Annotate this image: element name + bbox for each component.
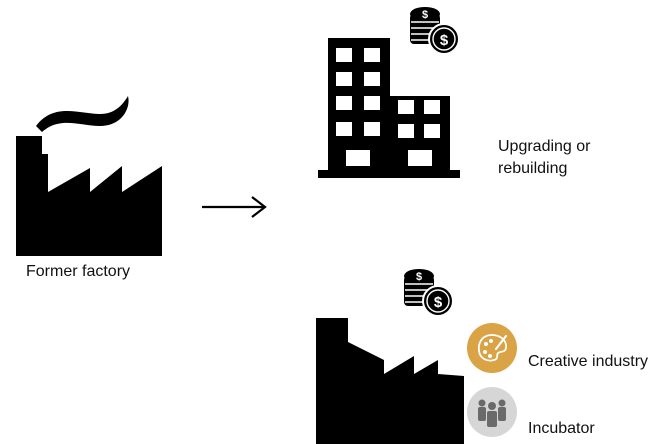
svg-text:$: $ (422, 9, 428, 21)
right-arrow-icon (198, 194, 272, 220)
creative-industry-label: Creative industry (528, 353, 649, 370)
upgrading-label-line2: rebuilding (498, 160, 568, 177)
people-group-icon (466, 386, 518, 438)
incubator-label: Incubator (528, 420, 595, 437)
factory-icon (314, 316, 464, 444)
svg-text:$: $ (434, 294, 443, 311)
upgrading-label-line1: Upgrading or (498, 138, 591, 155)
svg-text:$: $ (440, 32, 449, 49)
former-factory-icon (10, 92, 168, 260)
palette-icon (466, 322, 518, 374)
money-coins-icon: $ $ (408, 6, 460, 56)
money-coins-icon: $ $ (402, 268, 454, 318)
former-factory-label: Former factory (26, 263, 131, 280)
upgrading-label: Upgrading or rebuilding (498, 136, 591, 180)
buildings-icon (318, 38, 460, 178)
svg-text:$: $ (416, 271, 422, 283)
